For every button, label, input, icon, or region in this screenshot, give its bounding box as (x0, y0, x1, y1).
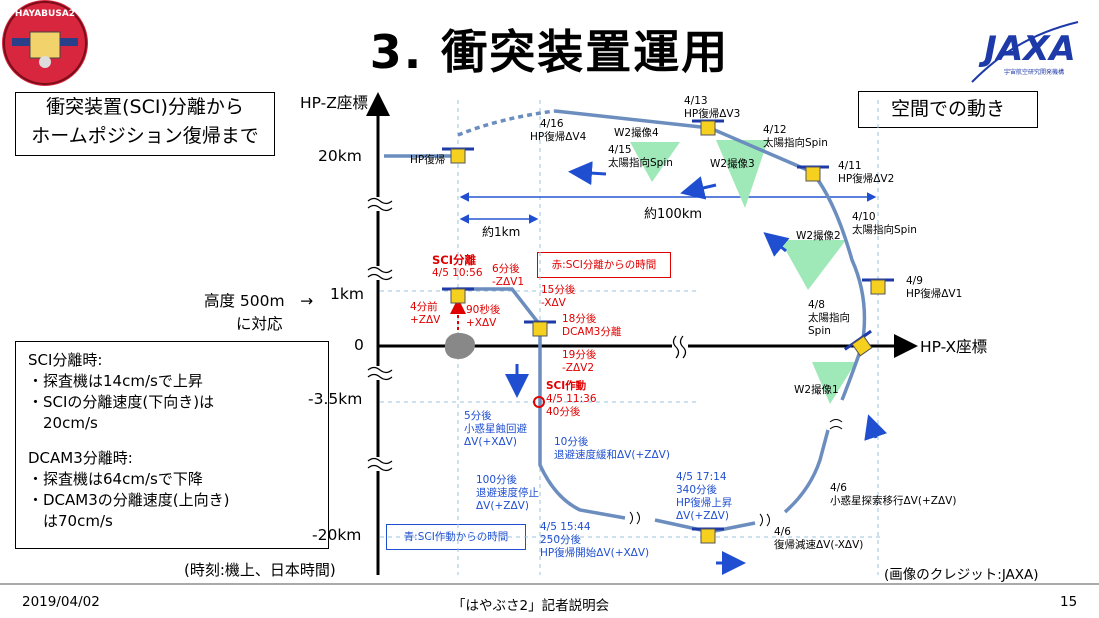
image-credit: (画像のクレジット:JAXA) (884, 567, 1039, 583)
hayabusa2-logo: HAYABUSA2 (2, 0, 88, 86)
space-motion-box: 空間での動き (858, 91, 1038, 128)
note-line: ・DCAM3の分離速度(上向き) (28, 491, 230, 509)
distance-1km: 約1km (482, 225, 521, 239)
path-break-marks (629, 419, 843, 527)
note-line: DCAM3分離時: (28, 449, 133, 467)
red-note-6min: 6分後-ZΔV1 (492, 263, 525, 288)
note-line: ・探査機は14cm/sで上昇 (28, 372, 203, 390)
w2-image-2: W2撮像2 (796, 230, 841, 242)
page-number: 15 (1060, 594, 1078, 610)
w2-image-1: W2撮像1 (794, 384, 839, 396)
hp-return-label: HP復帰 (410, 154, 446, 166)
z-axis-label: HP-Z座標 (300, 94, 368, 112)
tick-minus3-5km: -3.5km (308, 390, 363, 408)
x-axis-label: HP-X座標 (920, 338, 988, 356)
note-10min: 10分後退避速度緩和ΔV(+ZΔV) (554, 436, 670, 461)
scope-box: 衝突装置(SCI)分離から ホームポジション復帰まで (15, 92, 275, 156)
svg-text:HAYABUSA2: HAYABUSA2 (15, 9, 75, 19)
red-note-4min: 4分前+ZΔV (410, 301, 441, 326)
distance-arrows (459, 192, 877, 224)
note-line: ・探査機は64cm/sで下降 (28, 470, 203, 488)
trajectory-path (384, 109, 867, 534)
note-line: ・SCIの分離速度(下向き)は (28, 393, 215, 411)
red-note-15min: 15分後-XΔV (541, 284, 576, 309)
footer-event: 「はやぶさ2」記者説明会 (452, 598, 610, 614)
sci-activation-marker (533, 396, 545, 408)
red-note-19min: 19分後-ZΔV2 (562, 349, 597, 374)
altitude-note-2: に対応 (236, 315, 283, 333)
tick-0: 0 (354, 336, 364, 354)
scope-line-2: ホームポジション復帰まで (31, 125, 259, 147)
footer-date: 2019/04/02 (22, 594, 100, 610)
note-line: 20cm/s (28, 414, 98, 432)
jaxa-caption: 宇宙航空研究開発機構 (1004, 68, 1064, 76)
red-note-90s: 90秒後+XΔV (466, 304, 501, 329)
tick-minus20km: -20km (312, 526, 362, 544)
spacecraft-emblem-icon: HAYABUSA2 (3, 1, 87, 85)
tick-1km: 1km (330, 285, 364, 303)
w2-image-3: W2撮像3 (710, 158, 755, 170)
note-line: は70cm/s (28, 512, 113, 530)
note-line: SCI分離時: (28, 351, 103, 369)
direction-arrows (505, 161, 888, 575)
tick-20km: 20km (318, 147, 362, 165)
scope-line-1: 衝突装置(SCI)分離から (46, 96, 244, 118)
altitude-note-1: 高度 500m → (204, 292, 314, 310)
spacecraft-icons (442, 119, 894, 544)
page-title: 3. 衝突装置運用 (369, 25, 730, 79)
w2-image-4: W2撮像4 (614, 127, 659, 139)
red-legend-box: 赤:SCI分離からの時間 (537, 252, 671, 278)
w2-camera-cones (630, 140, 856, 404)
distance-100km: 約100km (644, 207, 703, 222)
asteroid-icon (444, 332, 475, 359)
jaxa-logo: JAXA 宇宙航空研究開発機構 (968, 16, 1086, 88)
axis-break-marks (366, 197, 688, 472)
separation-notes-box: SCI分離時: ・探査機は14cm/sで上昇 ・SCIの分離速度(下向き)は 2… (15, 341, 329, 549)
time-note: (時刻:機上、日本時間) (184, 561, 336, 579)
jaxa-wordmark: JAXA (978, 29, 1076, 69)
